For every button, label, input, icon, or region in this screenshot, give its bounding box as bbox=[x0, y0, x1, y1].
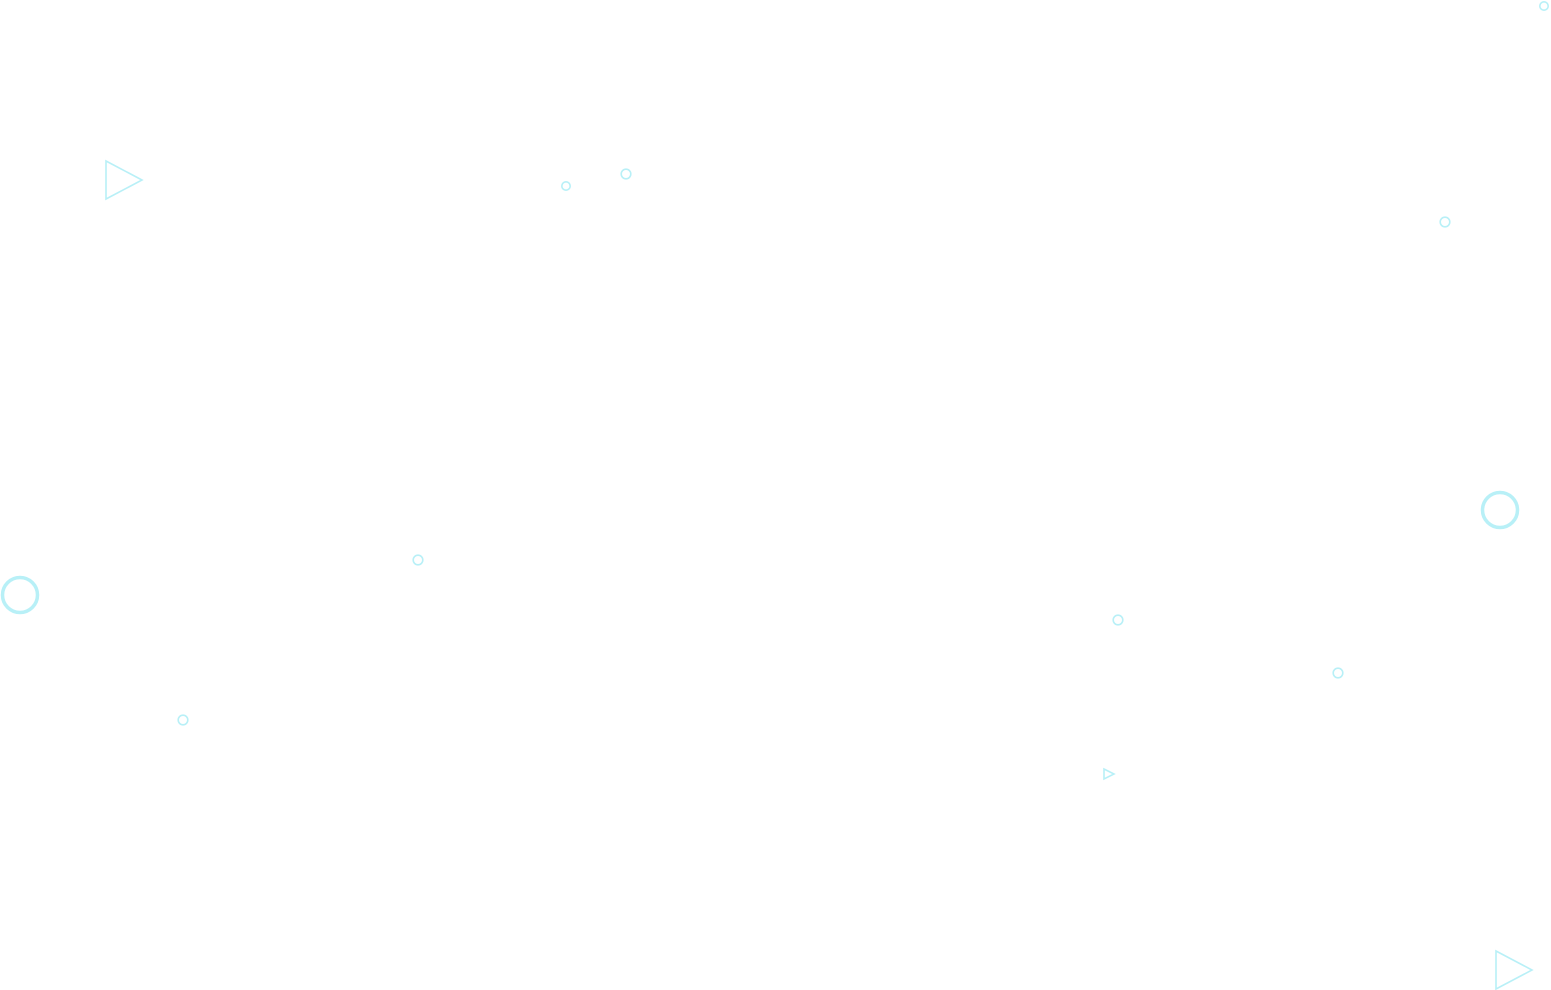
dot-ring-icon bbox=[1439, 216, 1451, 228]
play-triangle-icon bbox=[105, 159, 144, 201]
dot-ring-icon bbox=[1332, 667, 1344, 679]
ring-icon bbox=[1480, 490, 1520, 530]
dot-ring-icon bbox=[620, 168, 632, 180]
dot-ring-icon bbox=[412, 554, 424, 566]
play-triangle-icon bbox=[1103, 767, 1116, 781]
dot-ring-icon bbox=[1539, 1, 1550, 11]
ring-icon bbox=[0, 575, 40, 615]
dot-ring-icon bbox=[560, 181, 571, 192]
dot-ring-icon bbox=[177, 714, 189, 726]
dot-ring-icon bbox=[1112, 614, 1124, 626]
play-triangle-icon bbox=[1495, 949, 1534, 990]
